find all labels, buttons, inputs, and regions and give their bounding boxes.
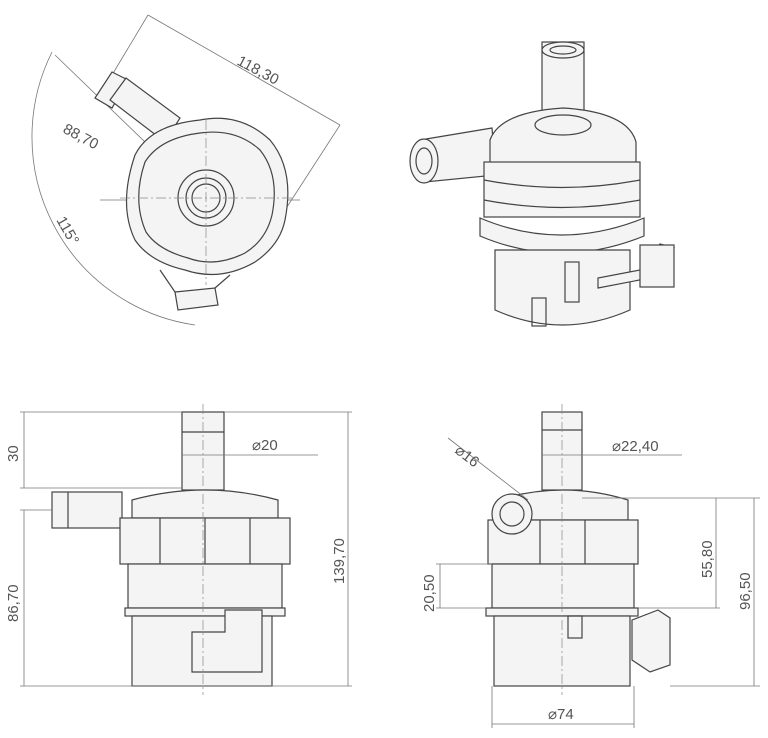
top-dim-hose-label: 88,70 — [60, 121, 101, 154]
iso-lower-body — [494, 249, 631, 326]
top-dim-overall-label: 118,30 — [234, 53, 282, 89]
side-body — [491, 563, 635, 609]
front-inlet — [51, 491, 123, 529]
side-dim-outlet-label: ⌀22,40 — [612, 438, 659, 455]
front-dim-outlet-label: ⌀20 — [252, 437, 278, 454]
top-view: 118,30 88,70 115° — [31, 14, 341, 326]
dim-line-overall — [147, 14, 341, 126]
top-hose — [109, 77, 181, 143]
front-dim-top-label: 30 — [5, 445, 22, 462]
iso-view — [409, 41, 676, 327]
side-view: ⌀16 ⌀22,40 20,50 55,80 96,50 ⌀74 — [421, 404, 760, 728]
side-dim-base-label: ⌀74 — [548, 706, 574, 723]
dim-arc-angle — [31, 51, 196, 326]
top-connector — [174, 287, 219, 311]
front-clip — [191, 609, 263, 673]
front-view: 30 ⌀20 139,70 86,70 — [5, 404, 352, 695]
iso-cap — [489, 107, 637, 166]
front-body — [127, 563, 283, 609]
side-dim-band-label: 20,50 — [421, 574, 438, 612]
iso-upper-band — [483, 161, 641, 218]
front-dim-height-label: 139,70 — [331, 538, 348, 584]
side-inlet-outer — [491, 493, 533, 535]
front-head — [131, 489, 279, 519]
side-dim-inlet-leader — [447, 437, 529, 501]
front-dim-lower-label: 86,70 — [5, 584, 22, 622]
side-inlet-inner — [499, 501, 525, 527]
side-clip — [631, 609, 671, 673]
iso-flange — [479, 217, 645, 254]
side-dim-inlet-label: ⌀16 — [452, 442, 483, 471]
side-dim-mid-label: 55,80 — [699, 540, 716, 578]
side-dim-tall-label: 96,50 — [737, 572, 754, 610]
